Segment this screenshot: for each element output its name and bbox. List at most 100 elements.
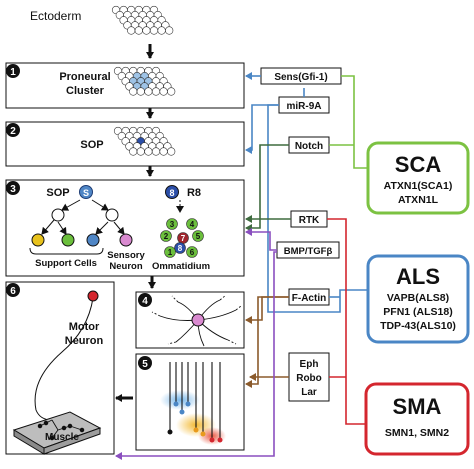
photoreceptor-number: 8 — [178, 244, 183, 253]
epithelial-cell — [129, 147, 138, 156]
svg-text:Robo: Robo — [296, 373, 322, 384]
sop-letter: S — [83, 188, 89, 198]
photoreceptor-number: 6 — [190, 248, 195, 257]
neuron-label: Neuron — [109, 261, 142, 272]
cluster-label: Cluster — [66, 85, 105, 97]
sop-lineage-label: SOP — [46, 187, 69, 199]
motor-label: Motor — [69, 321, 100, 333]
sca-gene: ATXN1(SCA1) — [384, 180, 453, 192]
als-gene: PFN1 (ALS18) — [383, 306, 452, 318]
step-badge-1 — [6, 64, 20, 78]
line-als-mir9a — [267, 104, 368, 313]
step-number: 1 — [10, 67, 16, 78]
ommatidium-cell — [186, 218, 198, 230]
sca-gene: ATXN1L — [398, 194, 439, 206]
svg-text:Notch: Notch — [295, 141, 323, 152]
svg-text:RTK: RTK — [299, 215, 320, 226]
ectoderm-label: Ectoderm — [30, 9, 81, 23]
ommatidium-cell — [166, 218, 178, 230]
ommatidium-cell — [186, 246, 198, 258]
photoreceptor-number: 1 — [168, 248, 173, 257]
axon-terminals — [167, 401, 223, 443]
epithelial-cell — [157, 26, 166, 35]
epithelial-cell — [151, 147, 161, 156]
signal-rtk: RTK — [290, 210, 328, 228]
motor-axon — [34, 297, 94, 421]
step-number: 4 — [142, 296, 148, 307]
photoreceptor-number: 2 — [164, 232, 169, 241]
sensory-neuron-cell — [119, 233, 133, 247]
arrow-bmp-to-3 — [245, 228, 277, 251]
svg-text:Sens(Gfi-1): Sens(Gfi-1) — [274, 72, 327, 83]
neuron-soma — [191, 313, 205, 327]
motor-neuron-label: Neuron — [65, 335, 104, 347]
ommatidium-label: Ommatidium — [152, 261, 210, 272]
r8-number: 8 — [169, 188, 174, 198]
als-title: ALS — [396, 264, 440, 289]
support-cell-green — [61, 233, 75, 247]
epithelial-cell — [159, 147, 168, 156]
muscle-front — [43, 427, 101, 455]
als-gene: VAPB(ALS8) — [387, 292, 449, 304]
step-badge-6 — [6, 283, 20, 297]
sensory-label: Sensory — [107, 250, 145, 261]
ommatidium-cluster: 3 4 2 5 781 6 — [160, 218, 204, 258]
support-cells-bracket — [29, 247, 104, 255]
signal-f-actin: F-Actin — [288, 288, 330, 306]
svg-text:BMP/TGFβ: BMP/TGFβ — [284, 246, 333, 257]
sop-cell — [79, 185, 93, 199]
sop-cell-grid — [113, 126, 176, 156]
line-sma-rtk — [327, 218, 366, 425]
ommatidium-cell — [160, 230, 172, 242]
epithelial-cell — [167, 87, 176, 96]
proneural-cell-grid — [113, 66, 176, 96]
signal-mir9a: miR-9A — [278, 96, 330, 114]
photoreceptor-number: 3 — [170, 220, 175, 229]
epithelial-cell — [127, 26, 136, 35]
epithelial-cell — [151, 87, 161, 96]
epithelial-cell — [136, 147, 145, 156]
r8-cell — [165, 185, 179, 199]
disease-box-als: ALS VAPB(ALS8) PFN1 (ALS18) TDP-43(ALS10… — [366, 254, 470, 344]
step-number: 3 — [10, 184, 16, 195]
epithelial-cell — [129, 87, 138, 96]
step-number: 2 — [10, 126, 16, 137]
photoreceptor-number: 4 — [190, 220, 195, 229]
photoreceptor-number: 7 — [181, 234, 186, 243]
proneural-label: Proneural — [59, 71, 110, 83]
step-badge-2 — [6, 123, 20, 137]
blue-target-layer — [160, 390, 200, 410]
sma-title: SMA — [393, 394, 442, 419]
epithelial-cell — [165, 26, 174, 35]
disease-box-sma: SMA SMN1, SMN2 — [364, 382, 470, 456]
ommatidium-cell — [192, 230, 204, 242]
ectoderm-cell-sheet — [111, 5, 174, 35]
sca-title: SCA — [395, 152, 442, 177]
signal-sens: Sens(Gfi-1) — [260, 67, 342, 85]
support-cell-blue — [86, 233, 100, 247]
epithelial-cell — [142, 26, 151, 35]
muscle-label: Muscle — [45, 432, 79, 443]
signal-bmp-tgfb: BMP/TGFβ — [276, 241, 340, 259]
svg-text:miR-9A: miR-9A — [286, 101, 321, 112]
disease-box-sca: SCA ATXN1(SCA1) ATXN1L — [366, 141, 470, 215]
axon-bundle — [169, 362, 221, 438]
sma-gene: SMN1, SMN2 — [385, 427, 449, 439]
panel-neuron-morphology — [135, 291, 245, 349]
arrow-mir9a-to-2 — [245, 104, 279, 154]
epithelial-cell — [136, 87, 145, 96]
lineage-arrows — [41, 199, 125, 235]
sop-label: SOP — [80, 139, 103, 151]
epithelial-cell — [159, 87, 168, 96]
ommatidium-cell — [164, 246, 176, 258]
arrow-bmp-to-6 — [115, 251, 277, 460]
photoreceptor-number: 5 — [196, 232, 201, 241]
motor-neuron-soma — [87, 290, 99, 302]
ommatidium-cell — [174, 242, 186, 254]
svg-text:F-Actin: F-Actin — [292, 293, 326, 304]
step-badge-4 — [138, 293, 152, 307]
neuromuscular-junctions — [37, 419, 85, 441]
svg-text:Lar: Lar — [301, 387, 317, 398]
support-cell-yellow — [31, 233, 45, 247]
line-sca-sens — [341, 75, 368, 169]
